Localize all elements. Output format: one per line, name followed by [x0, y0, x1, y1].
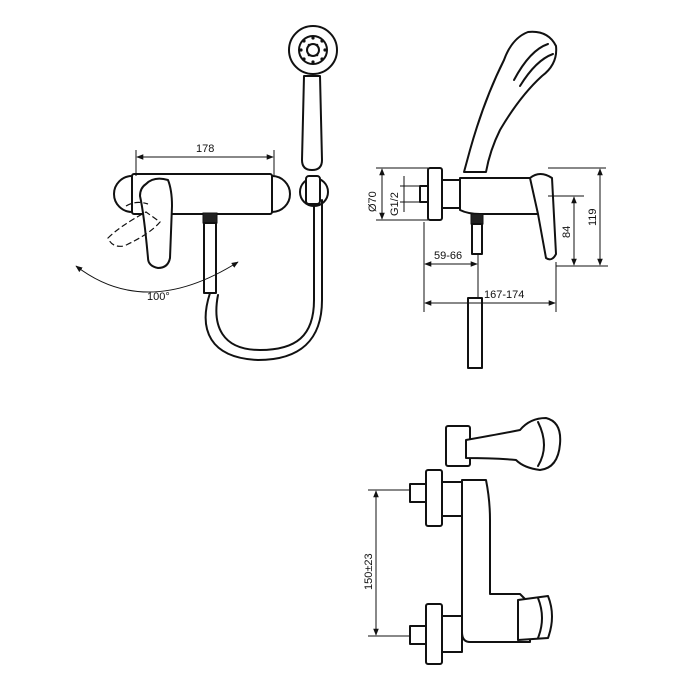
angle-arc-100: [75, 261, 239, 293]
lever-rotated-outline: [107, 211, 161, 247]
hand-shower-head: [288, 25, 338, 75]
upper-flange: [425, 469, 443, 527]
dim-label-59-66: 59-66: [434, 250, 462, 262]
side-outlet-pipe: [471, 223, 483, 255]
side-hose-segment: [467, 297, 483, 369]
side-lever: [529, 173, 557, 261]
side-view: Ø70 G1/2 59-66 167-174 84 119: [367, 30, 608, 369]
dim-label-178: 178: [196, 143, 214, 155]
lower-flange: [425, 603, 443, 665]
left-escutcheon: [113, 175, 133, 213]
lower-nut: [441, 615, 463, 653]
lever-handle: [139, 177, 173, 269]
bottom-view: 150±23: [363, 417, 562, 665]
shower-nozzles: [299, 36, 327, 64]
dim-label-dia70: Ø70: [367, 191, 379, 212]
shower-hose: [204, 199, 323, 361]
cartridge-cap: [517, 595, 553, 641]
outlet-pipe: [203, 222, 217, 294]
dim-label-119: 119: [587, 208, 599, 226]
upper-nut: [441, 481, 463, 517]
right-escutcheon: [271, 175, 291, 213]
dim-label-g12: G1/2: [389, 192, 401, 216]
side-hand-shower: [463, 30, 558, 173]
wall-holder-clip: [305, 175, 321, 205]
upper-inlet-thread: [409, 483, 427, 503]
hand-shower-grip: [301, 75, 323, 171]
outlet-nut: [202, 212, 218, 224]
front-view: 178 100°: [75, 25, 338, 361]
dim-label-84: 84: [561, 226, 573, 238]
angle-label-100: 100°: [147, 291, 170, 303]
dim-label-150: 150±23: [363, 553, 375, 590]
side-connector-nut: [441, 179, 461, 209]
bottom-hand-shower: [465, 417, 562, 471]
lower-inlet-thread: [409, 625, 427, 645]
side-wall-flange: [427, 167, 443, 221]
dim-label-167-174: 167-174: [484, 289, 524, 301]
